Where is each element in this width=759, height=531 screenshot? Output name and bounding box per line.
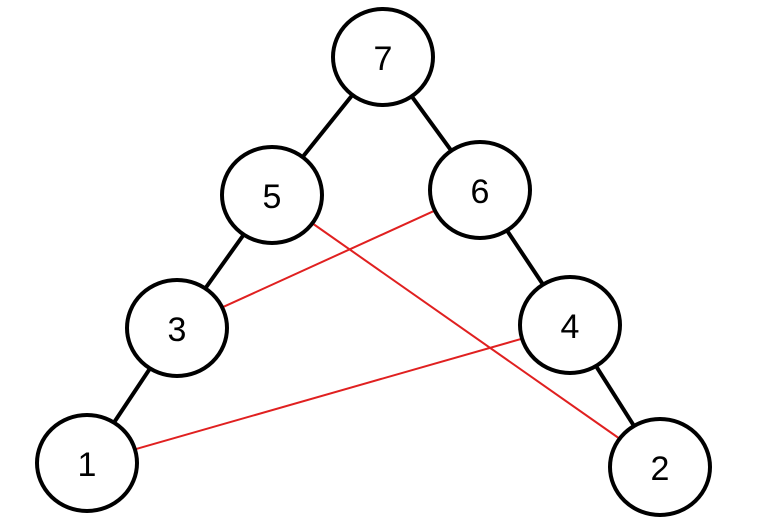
node-2: 2 bbox=[608, 417, 712, 517]
cross-edge-5-2 bbox=[311, 222, 621, 440]
node-6: 6 bbox=[428, 140, 532, 240]
node-3: 3 bbox=[125, 278, 229, 378]
cross-edge-6-3 bbox=[221, 209, 436, 309]
node-circle bbox=[608, 417, 712, 517]
node-5: 5 bbox=[220, 145, 324, 245]
tree-edge-7-6 bbox=[410, 95, 453, 152]
node-circle bbox=[518, 275, 622, 375]
node-label: 5 bbox=[263, 178, 282, 216]
node-circle bbox=[35, 413, 139, 513]
tree-edge-3-1 bbox=[112, 367, 152, 424]
node-circle bbox=[428, 140, 532, 240]
tree-edge-6-4 bbox=[505, 229, 545, 286]
node-4: 4 bbox=[518, 275, 622, 375]
node-label: 4 bbox=[561, 308, 580, 346]
node-circle bbox=[331, 7, 435, 107]
node-label: 7 bbox=[374, 40, 393, 78]
cross-edge-4-1 bbox=[133, 337, 524, 451]
node-label: 1 bbox=[78, 446, 97, 484]
node-label: 3 bbox=[168, 311, 187, 349]
tree-edge-4-2 bbox=[594, 365, 636, 427]
node-7: 7 bbox=[331, 7, 435, 107]
tree-edge-7-5 bbox=[301, 93, 354, 159]
node-circle bbox=[125, 278, 229, 378]
node-label: 2 bbox=[651, 450, 670, 488]
node-label: 6 bbox=[471, 173, 490, 211]
node-circle bbox=[220, 145, 324, 245]
edges bbox=[112, 93, 636, 451]
node-1: 1 bbox=[35, 413, 139, 513]
nodes: 7 5 6 3 4 1 2 bbox=[35, 7, 712, 517]
tree-edge-5-3 bbox=[203, 233, 246, 290]
